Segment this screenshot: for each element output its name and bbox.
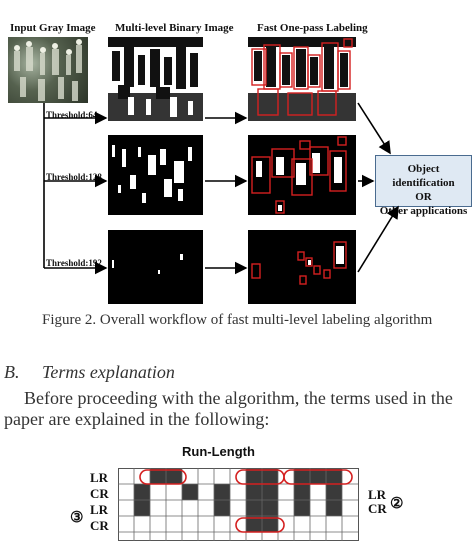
rl-left-label-1: LR [90,470,109,485]
labeling-image-threshold-192 [248,230,356,304]
rl-right-label-1: LR [368,487,387,502]
section-title: Terms explanation [42,362,175,382]
rl-left-label-4: CR [90,518,109,533]
section-number: B. [4,362,20,382]
rl-right-label-2: CR [368,501,387,516]
input-gray-image [8,37,88,103]
output-box: Object identification OR Other applicati… [375,155,472,217]
binary-image-threshold-64 [108,37,203,121]
paragraph-line-1: Before proceeding with the algorithm, th… [24,388,453,408]
label-input-gray-image: Input Gray Image [10,22,96,34]
output-line-3: Other applications [379,205,468,217]
threshold-label-64: Threshold:64 [46,110,98,120]
rl-left-label-3: LR [90,502,109,517]
threshold-label-128: Threshold:128 [46,172,102,182]
label-labeling: Fast One-pass Labeling [257,22,368,34]
rl-left-labels: LR CR LR CR [90,470,109,534]
run-length-title: Run-Length [182,444,255,459]
labeling-image-threshold-128 [248,135,356,215]
circled-three: ③ [70,510,84,526]
threshold-label-192: Threshold:192 [46,258,102,268]
rl-left-label-2: CR [90,486,109,501]
labeling-image-threshold-64 [248,37,356,121]
binary-image-threshold-128 [108,135,203,215]
output-line-1: Object identification [392,163,455,189]
figure-caption: Figure 2. Overall workflow of fast multi… [42,312,433,328]
label-binary-image: Multi-level Binary Image [115,22,234,34]
rl-right-labels: LR CR [368,488,387,516]
workflow-arrows [43,102,399,275]
output-line-2: OR [415,191,432,203]
binary-image-threshold-192 [108,230,203,304]
section-heading: B. Terms explanation [4,362,175,383]
circled-two: ② [390,496,404,512]
paragraph-line-2: paper are explained in the following: [4,409,270,429]
run-length-grid [118,468,359,541]
